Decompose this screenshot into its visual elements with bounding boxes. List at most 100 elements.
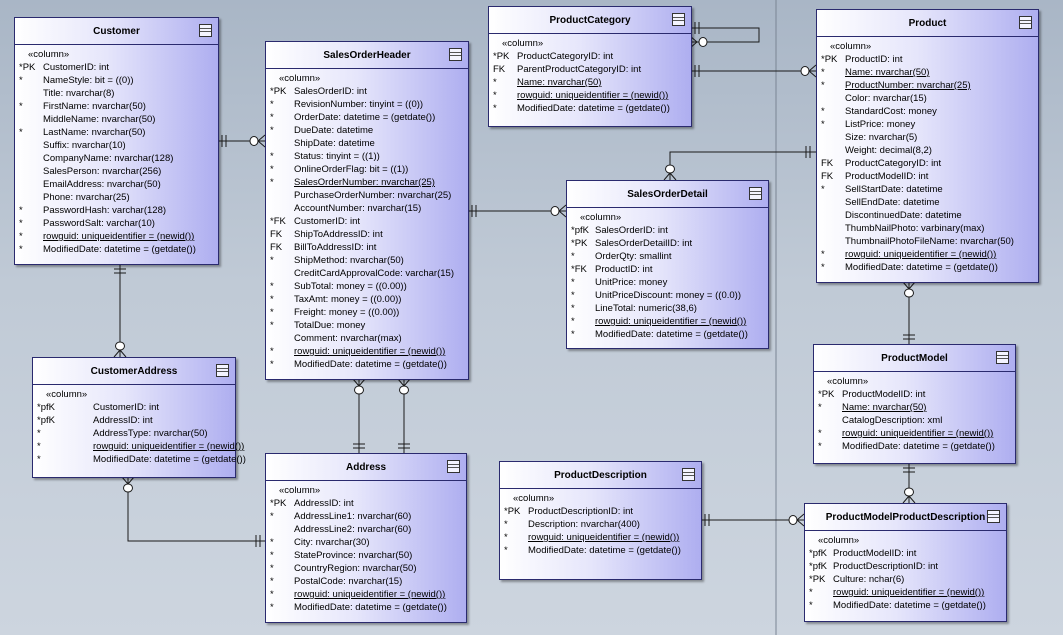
column-row: Title: nvarchar(8) [15,87,218,100]
entity-title: Product [908,17,947,29]
column-key: *pfK [37,415,55,426]
column-row: CompanyName: nvarchar(128) [15,152,218,165]
column-row: *City: nvarchar(30) [266,536,466,549]
column-row: * rowguid: uniqueidentifier = (newid()) [817,248,1038,261]
column-text: OrderQty: smallint [595,251,672,262]
column-key: * [571,290,575,301]
column-text: CreditCardApprovalCode: varchar(15) [294,268,454,279]
column-text: ProductDescriptionID: int [833,561,939,572]
column-text: ModifiedDate: datetime = (getdate()) [43,244,196,255]
column-text: AddressType: nvarchar(50) [93,428,208,439]
column-row: *PasswordHash: varchar(128) [15,204,218,217]
column-key: * [270,320,274,331]
column-key: * [270,576,274,587]
column-row: *rowguid: uniqueidentifier = (newid()) [15,230,218,243]
column-text: ProductID: int [845,54,903,65]
column-text: AddressID: int [294,498,354,509]
column-key: * [19,218,23,229]
column-key: * [809,587,813,598]
column-text: CustomerID: int [43,62,109,73]
column-key: * [37,441,41,452]
column-text: ProductCategoryID: int [845,158,942,169]
column-key: * [571,303,575,314]
column-row: *NameStyle: bit = ((0)) [15,74,218,87]
column-row: *ModifiedDate: datetime = (getdate()) [266,601,466,614]
column-key: * [270,151,274,162]
column-row: *OnlineOrderFlag: bit = ((1)) [266,163,468,176]
column-key: * [818,402,822,413]
column-row: * ModifiedDate: datetime = (getdate()) [15,243,218,256]
column-key: * [571,277,575,288]
entity-header: ProductDescription [500,462,701,489]
column-key: * [270,563,274,574]
column-key: * [818,441,822,452]
connector-lines [113,0,916,635]
column-text: ShipToAddressID: int [294,229,383,240]
column-text: ProductID: int [595,264,653,275]
column-row: *ModifiedDate: datetime = (getdate()) [500,544,701,557]
column-row: ShipDate: datetime [266,137,468,150]
column-text: ModifiedDate: datetime = (getdate()) [842,441,995,452]
column-text: ListPrice: money [845,119,916,130]
column-stereotype: «column» [502,38,544,49]
column-text: StateProvince: nvarchar(50) [294,550,413,561]
column-row: EmailAddress: nvarchar(50) [15,178,218,191]
column-text: FirstName: nvarchar(50) [43,101,146,112]
column-text: ShipDate: datetime [294,138,375,149]
column-text: RevisionNumber: tinyint = ((0)) [294,99,424,110]
column-row: *StandardCost: money [817,105,1038,118]
column-key: * [19,244,23,255]
column-text: OnlineOrderFlag: bit = ((1)) [294,164,409,175]
column-key: * [270,294,274,305]
column-text: ModifiedDate: datetime = (getdate()) [294,359,447,370]
column-text: ModifiedDate: datetime = (getdate()) [845,262,998,273]
column-text: UnitPriceDiscount: money = ((0.0)) [595,290,741,301]
column-row: * OrderDate: datetime = (getdate()) [266,111,468,124]
column-row: *ModifiedDate: datetime = (getdate()) [33,453,246,466]
column-text: ModifiedDate: datetime = (getdate()) [595,329,748,340]
column-row: *rowguid: uniqueidentifier = (newid()) [500,531,701,544]
column-stereotype: «column» [818,535,860,546]
column-text: CountryRegion: nvarchar(50) [294,563,417,574]
entity-title: ProductCategory [549,14,631,26]
column-text: OrderDate: datetime = (getdate()) [294,112,436,123]
column-key: * [270,112,274,123]
column-key: FK [270,242,283,253]
column-text: rowguid: uniqueidentifier = (newid()) [43,231,195,242]
column-text: SalesOrderID: int [595,225,668,236]
column-text: Weight: decimal(8,2) [845,145,932,156]
entity-title: Address [345,461,386,473]
column-text: AddressLine1: nvarchar(60) [294,511,412,522]
column-row: SalesPerson: nvarchar(256) [15,165,218,178]
column-key: * [821,249,825,260]
column-text: DueDate: datetime [294,125,374,136]
column-key: *PK [821,54,838,65]
column-stereotype: «column» [279,485,321,496]
column-row: *LastName: nvarchar(50) [15,126,218,139]
column-text: Freight: money = ((0.00)) [294,307,400,318]
column-key: * [270,511,274,522]
column-text: Title: nvarchar(8) [43,88,115,99]
column-text: Status: tinyint = ((1)) [294,151,380,162]
column-text: UnitPrice: money [595,277,668,288]
column-text: rowguid: uniqueidentifier = (newid()) [845,249,997,260]
column-key: FK [493,64,506,75]
entity-product-model-product-description[interactable]: ProductModelProductDescription«column»*p… [804,503,1007,622]
column-row: *ModifiedDate: datetime = (getdate()) [817,261,1038,274]
